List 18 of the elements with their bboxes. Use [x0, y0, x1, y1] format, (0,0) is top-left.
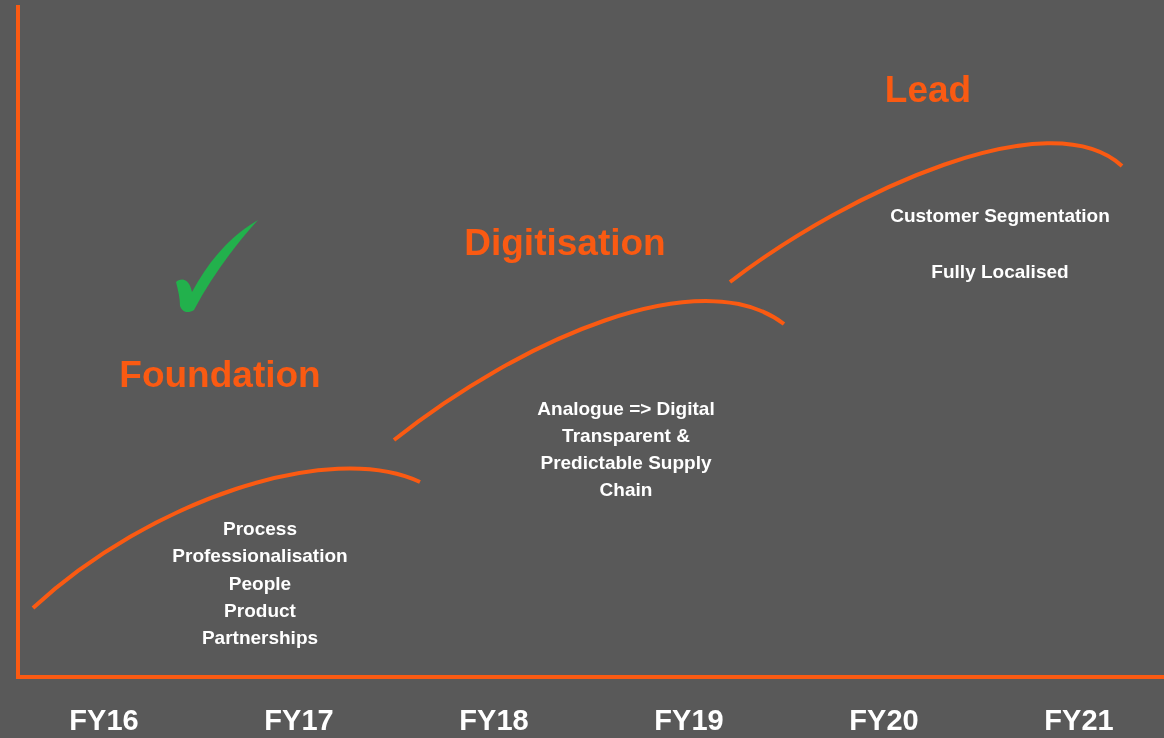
- stage-title: Digitisation: [463, 223, 667, 263]
- goal-text: Professionalisation: [171, 544, 349, 568]
- goal-text: Customer Segmentation: [889, 204, 1111, 228]
- axis-tick-label: FY17: [263, 704, 335, 736]
- stage-title: Lead: [883, 70, 973, 110]
- goal-text: Product: [223, 599, 297, 623]
- stage-title: Foundation: [118, 355, 322, 395]
- axis-tick-label: FY16: [68, 704, 140, 736]
- goal-text: Partnerships: [200, 626, 320, 650]
- axis-tick-label: FY19: [653, 704, 725, 736]
- axis-tick-label: FY18: [458, 704, 530, 736]
- goal-text: Process: [222, 517, 298, 541]
- axis-tick-label: FY21: [1043, 704, 1115, 736]
- goal-text: Analogue => Digital: [536, 397, 716, 421]
- goal-text: People: [227, 572, 293, 596]
- goal-text: Fully Localised: [930, 260, 1070, 284]
- goal-text: Transparent & Predictable Supply Chain: [539, 424, 713, 502]
- axis-tick-label: FY20: [848, 704, 920, 736]
